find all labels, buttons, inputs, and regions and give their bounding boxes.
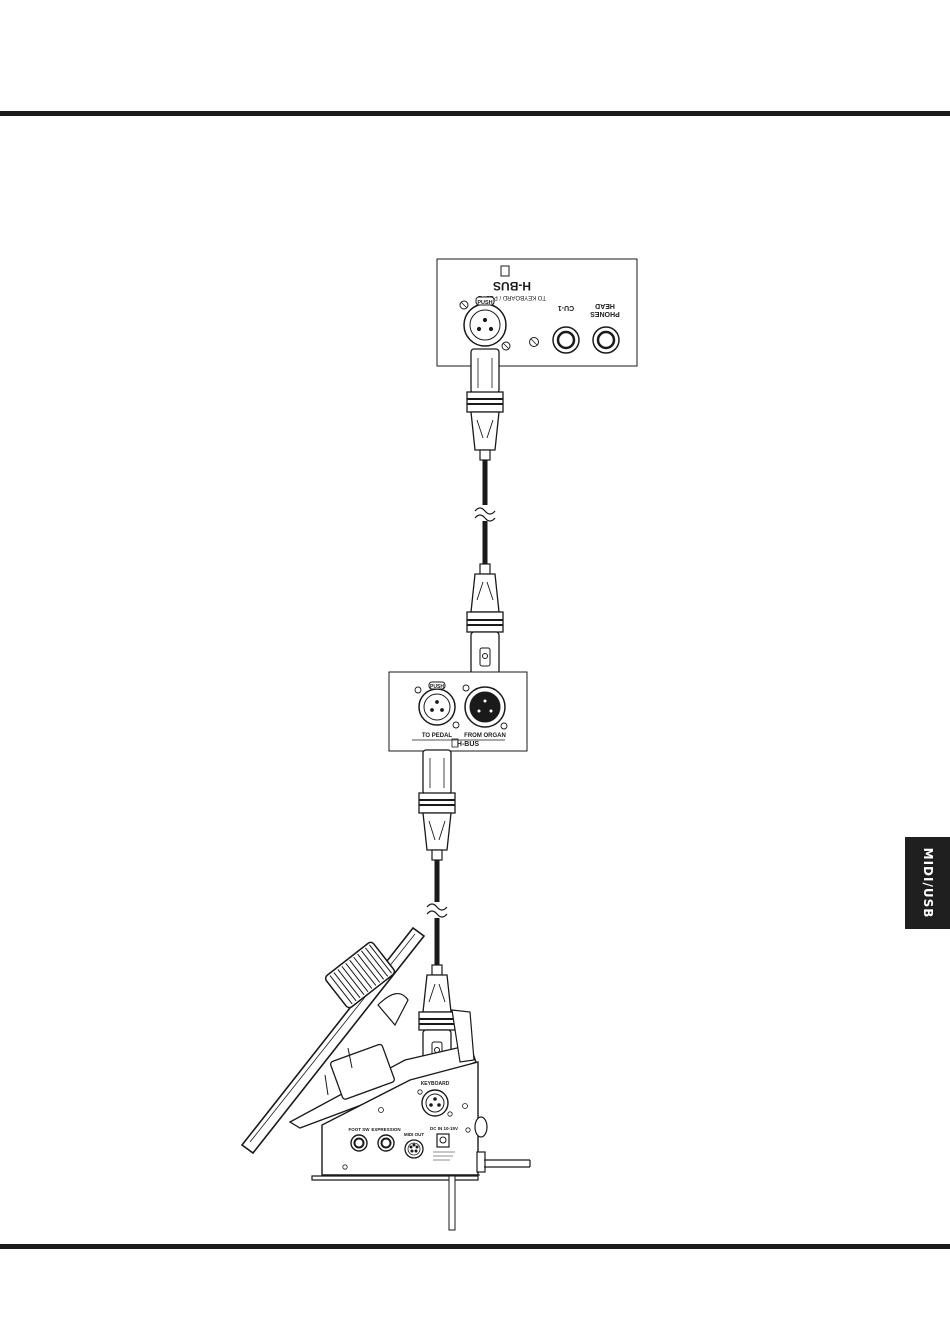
organ-bus-label: H-BUS [493,279,531,293]
to-pedal-label: TO PEDAL [422,733,453,739]
cable-organ-to-box [467,349,503,674]
box-push-label: PUSH [430,684,444,690]
midi-out-label: MIDI OUT [404,1132,424,1137]
organ-panel: H-BUS TO KEYBOARD / PEDAL CU-1 HEAD PHON… [437,259,637,366]
hbus-junction-box: PUSH TO PEDAL FROM ORGAN H-BUS [389,672,527,751]
organ-headphones-label-2: PHONES [590,310,620,317]
pedal-keyboard-label: KEYBOARD [421,1081,450,1087]
from-organ-label: FROM ORGAN [464,733,506,739]
organ-push-label: PUSH [477,300,492,306]
cable-box-to-pedal [419,750,455,1064]
expression-label: EXPRESSION [371,1127,400,1132]
dc-in-label: DC IN 10-15V [430,1126,458,1131]
box-bus-label: H-BUS [457,741,479,748]
expression-pedal-unit: KEYBOARD FOOT SW EXPRESSION MIDI OUT DC … [242,928,530,1230]
organ-headphones-label-1: HEAD [595,302,615,309]
organ-cu1-label: CU-1 [558,304,574,311]
foot-sw-label: FOOT SW [349,1127,371,1132]
